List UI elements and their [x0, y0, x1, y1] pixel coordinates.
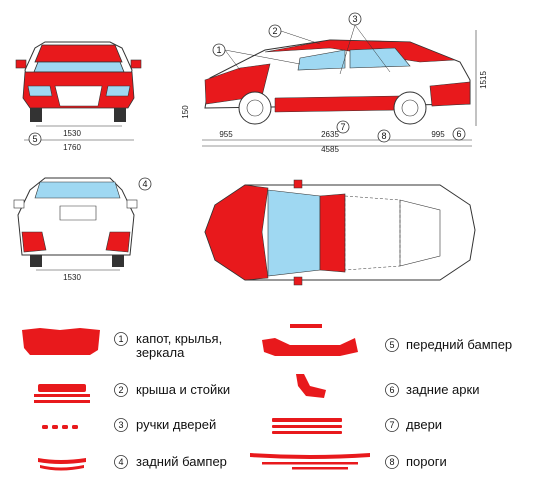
legend-item-7: 7 двери: [385, 417, 442, 432]
legend-text-1-line2: зеркала: [136, 345, 185, 360]
legend-num-4: 4: [118, 457, 123, 467]
front-windshield: [33, 61, 125, 73]
callout-2-side: 2: [272, 26, 277, 36]
top-hood-red: [204, 184, 269, 281]
legend-list: 1 капот, крылья, зеркала 2 крыша и стойк…: [114, 331, 512, 469]
rear-bumper-red-right: [105, 231, 131, 253]
legend-num-3: 3: [118, 420, 123, 430]
legend-num-1: 1: [118, 334, 123, 344]
side-sill-red: [274, 95, 401, 113]
top-view: [204, 179, 476, 286]
ground-clearance-dim: 150: [181, 105, 190, 119]
legend-num-2: 2: [118, 385, 123, 395]
callout-3-side: 3: [352, 14, 357, 24]
rear-track-dim: 1530: [63, 273, 81, 282]
legend-num-6: 6: [389, 385, 394, 395]
legend-item-3: 3 ручки дверей: [114, 417, 216, 432]
front-track-dim: 1530: [63, 129, 81, 138]
legend-item-1: 1 капот, крылья, зеркала: [114, 331, 222, 360]
legend-text-1-line1: капот, крылья,: [136, 331, 222, 346]
front-overhang-dim: 955: [219, 130, 233, 139]
legend-text-4: задний бампер: [136, 454, 227, 469]
legend-item-4: 4 задний бампер: [114, 454, 227, 469]
callout-4-rear: 4: [142, 179, 147, 189]
front-width-dim: 1760: [63, 143, 81, 152]
icon-doors: [272, 418, 342, 434]
icon-rear-arches: [296, 374, 326, 398]
legend-icons: [22, 324, 370, 471]
legend-text-3: ручки дверей: [136, 417, 216, 432]
callout-1-side: 1: [216, 45, 221, 55]
top-pillar-red: [319, 193, 346, 273]
side-rear-arch-red: [429, 81, 471, 107]
front-view: 1530 1760 5: [15, 41, 142, 152]
legend-item-6: 6 задние арки: [385, 382, 479, 397]
callout-8-side: 8: [381, 131, 386, 141]
icon-front-bumper: [262, 324, 358, 356]
overall-length-dim: 4585: [321, 145, 339, 154]
front-roof-red: [34, 44, 123, 63]
legend-text-7: двери: [406, 417, 442, 432]
wheelbase-dim: 2635: [321, 130, 339, 139]
legend-num-7: 7: [389, 420, 394, 430]
rear-view: 1530 4: [13, 177, 152, 282]
side-view: 955 2635 995 4585 150 1515 1 2 3 7 8 6: [181, 12, 488, 154]
legend-num-8: 8: [389, 457, 394, 467]
icon-sills: [250, 453, 370, 470]
callout-6-side: 6: [456, 129, 461, 139]
legend-text-6: задние арки: [406, 382, 479, 397]
legend-text-2: крыша и стойки: [136, 382, 230, 397]
legend-item-2: 2 крыша и стойки: [114, 382, 230, 397]
overall-height-dim: 1515: [479, 71, 488, 89]
callout-7-side: 7: [340, 122, 345, 132]
legend-text-5: передний бампер: [406, 337, 512, 352]
callout-5-front: 5: [32, 134, 37, 144]
legend-item-8: 8 пороги: [385, 454, 447, 469]
icon-roof-pillars: [34, 384, 90, 403]
icon-rear-bumper: [38, 458, 86, 471]
legend-num-5: 5: [389, 340, 394, 350]
legend-item-5: 5 передний бампер: [385, 337, 512, 352]
legend-text-8: пороги: [406, 454, 447, 469]
rear-overhang-dim: 995: [431, 130, 445, 139]
rear-bumper-red-left: [21, 231, 47, 253]
icon-door-handles: [42, 425, 78, 429]
icon-hood-fenders: [22, 328, 100, 355]
